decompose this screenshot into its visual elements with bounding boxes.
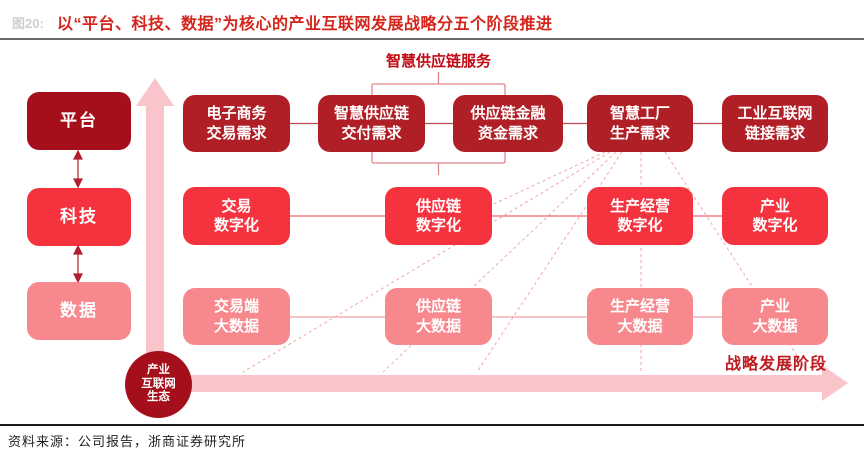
platform-tech-arrow: [73, 149, 83, 189]
x-axis-label: 战略发展阶段: [724, 356, 827, 373]
box-demand-ecommerce: 电子商务 交易需求: [183, 95, 290, 152]
box-bigdata-industry: 产业 大数据: [722, 288, 828, 345]
figure-number-tag: 图20:: [12, 16, 44, 31]
supply-chain-bracket-bottom: [371, 152, 506, 175]
box-demand-industrial-internet: 工业互联网 链接需求: [722, 95, 828, 152]
box-digital-production: 生产经营 数字化: [587, 187, 693, 245]
source-note: 资料来源：公司报告，浙商证券研究所: [8, 434, 247, 449]
header-divider: [0, 38, 864, 40]
box-bigdata-trading: 交易端 大数据: [183, 288, 290, 345]
figure-title: 以“平台、科技、数据”为核心的产业互联网发展战略分五个阶段推进: [57, 16, 553, 33]
box-digital-supply-chain: 供应链 数字化: [385, 187, 492, 245]
box-demand-smart-factory: 智慧工厂 生产需求: [587, 95, 693, 152]
tech-data-arrow: [73, 244, 83, 284]
box-data: 数据: [27, 282, 131, 340]
industrial-internet-ecosystem-circle: 产业 互联网 生态: [125, 351, 192, 418]
supply-chain-bracket-top: [371, 72, 506, 95]
dotted-relation-lines: [242, 151, 806, 373]
box-bigdata-production: 生产经营 大数据: [587, 288, 693, 345]
box-digital-trading: 交易 数字化: [183, 187, 290, 245]
box-digital-industry: 产业 数字化: [722, 187, 828, 245]
box-demand-smart-supply-chain: 智慧供应链 交付需求: [318, 95, 425, 152]
y-axis-arrow: [136, 78, 174, 354]
box-technology: 科技: [27, 188, 131, 246]
box-platform: 平台: [27, 92, 131, 150]
smart-supply-chain-service-label: 智慧供应链服务: [385, 53, 491, 70]
x-axis-arrow: [158, 365, 848, 401]
box-demand-supply-chain-finance: 供应链金融 资金需求: [453, 95, 563, 152]
box-bigdata-supply-chain: 供应链 大数据: [385, 288, 492, 345]
footer-divider: [0, 424, 864, 426]
